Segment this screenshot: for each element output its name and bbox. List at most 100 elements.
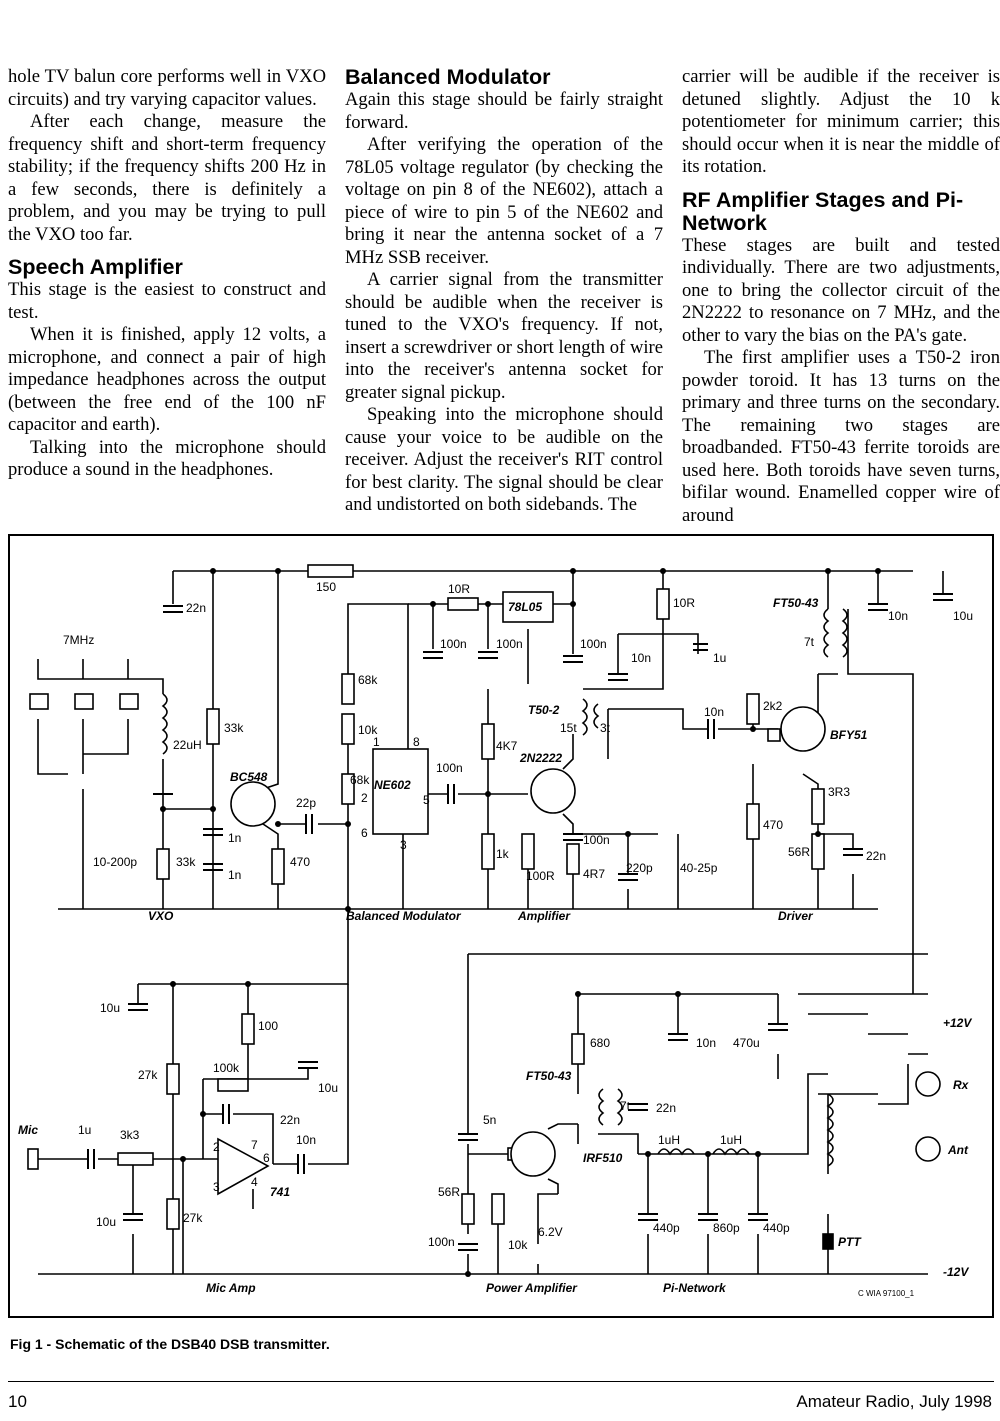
label: 100n xyxy=(440,637,467,651)
section-label-vxo: VXO xyxy=(148,909,174,923)
section-label-power-amplifier: Power Amplifier xyxy=(486,1281,578,1295)
label: 56R xyxy=(438,1185,460,1199)
label: Mic xyxy=(18,1123,38,1137)
label: 1uH xyxy=(720,1133,742,1147)
circuit-wires xyxy=(37,570,944,1275)
label: 7t xyxy=(620,1099,631,1113)
label: 440p xyxy=(763,1221,790,1235)
paragraph: These stages are built and tested indivi… xyxy=(682,234,1000,346)
label: 1n xyxy=(228,868,241,882)
label: 6 xyxy=(361,826,368,840)
label: 1u xyxy=(713,651,726,665)
label: 10R xyxy=(448,582,470,596)
label: 220p xyxy=(626,861,653,875)
paragraph: carrier will be audible if the receiver … xyxy=(682,66,1000,177)
label: 22n xyxy=(186,601,206,615)
label: 2N2222 xyxy=(519,751,562,765)
label: 68k xyxy=(350,773,370,787)
section-label-balanced-modulator: Balanced Modulator xyxy=(346,909,462,923)
text-column-1: hole TV balun core performs well in VXO … xyxy=(8,66,326,482)
label: 1uH xyxy=(658,1133,680,1147)
label: 100n xyxy=(436,761,463,775)
label: 470 xyxy=(763,818,783,832)
label: 5 xyxy=(423,793,430,807)
label: 10u xyxy=(100,1001,120,1015)
label: 33k xyxy=(176,855,196,869)
label: 7t xyxy=(804,635,815,649)
paragraph: Talking into the microphone should produ… xyxy=(8,436,326,481)
paragraph: A carrier signal from the transmitter sh… xyxy=(345,269,663,403)
section-label-driver: Driver xyxy=(778,909,814,923)
label: 4 xyxy=(251,1175,258,1189)
label: 10n xyxy=(888,609,908,623)
section-heading-speech: Speech Amplifier xyxy=(8,255,183,279)
junction-dots xyxy=(160,568,881,1277)
label: +12V xyxy=(943,1016,972,1030)
section-label-amplifier: Amplifier xyxy=(517,909,571,923)
label: 10u xyxy=(96,1215,116,1229)
label: FT50-43 xyxy=(773,596,819,610)
label: 22n xyxy=(866,849,886,863)
label: 470u xyxy=(733,1036,760,1050)
text-column-2: Balanced Modulator Again this stage shou… xyxy=(345,66,663,517)
inductor-coils xyxy=(161,608,848,1167)
journal-name: Amateur Radio, July 1998 xyxy=(796,1392,992,1411)
label: 440p xyxy=(653,1221,680,1235)
section-heading-rf-amplifier: RF Amplifier Stages and Pi-Network xyxy=(682,187,964,235)
schematic-figure: 7MHz 22n 150 10R 78L05 10R FT50-43 10n 1… xyxy=(8,534,994,1318)
label: FT50-43 xyxy=(526,1069,572,1083)
label: 22n xyxy=(280,1113,300,1127)
label: 22uH xyxy=(173,738,202,752)
footer-divider xyxy=(8,1381,994,1382)
label: 27k xyxy=(138,1068,158,1082)
label: 22n xyxy=(656,1101,676,1115)
label: 1 xyxy=(373,735,380,749)
label: 2 xyxy=(213,1140,220,1154)
label: 100n xyxy=(428,1235,455,1249)
label: BFY51 xyxy=(830,728,868,742)
label: 68k xyxy=(358,673,378,687)
paragraph: Again this stage should be fairly straig… xyxy=(345,89,663,133)
label: 8 xyxy=(413,735,420,749)
label: 56R xyxy=(788,845,810,859)
label: 1k xyxy=(496,847,510,861)
label: 741 xyxy=(270,1185,290,1199)
label: 10k xyxy=(358,723,378,737)
label: 27k xyxy=(183,1211,203,1225)
label: 150 xyxy=(316,580,336,594)
label: 4K7 xyxy=(496,739,518,753)
label: 3R3 xyxy=(828,785,850,799)
label: IRF510 xyxy=(583,1151,623,1165)
label: 100n xyxy=(496,637,523,651)
label: 3 xyxy=(213,1180,220,1194)
paragraph: This stage is the easiest to construct a… xyxy=(8,279,326,323)
schematic-labels: 7MHz 22n 150 10R 78L05 10R FT50-43 10n 1… xyxy=(18,580,973,1298)
paragraph: After verifying the operation of the 78L… xyxy=(345,134,663,268)
label: 15t xyxy=(560,721,577,735)
label: 5n xyxy=(483,1113,496,1127)
label: 10n xyxy=(296,1133,316,1147)
label: 40-25p xyxy=(680,861,718,875)
section-label-pi-network: Pi-Network xyxy=(663,1281,727,1295)
label: 33k xyxy=(224,721,244,735)
label: 100n xyxy=(583,833,610,847)
label: 680 xyxy=(590,1036,610,1050)
label: 1u xyxy=(78,1123,91,1137)
label: 100k xyxy=(213,1061,240,1075)
label: 4R7 xyxy=(583,867,605,881)
label: BC548 xyxy=(230,770,268,784)
copyright-label: C WIA 97100_1 xyxy=(858,1289,915,1298)
paragraph: After each change, measure the frequency… xyxy=(8,111,326,245)
label: -12V xyxy=(943,1265,969,1279)
paragraph: Speaking into the microphone should caus… xyxy=(345,404,663,515)
label: 1n xyxy=(228,831,241,845)
circuit-components xyxy=(27,564,941,1250)
label: 6.2V xyxy=(538,1225,563,1239)
label: 100R xyxy=(526,869,555,883)
label: 7MHz xyxy=(63,633,94,647)
figure-caption: Fig 1 - Schematic of the DSB40 DSB trans… xyxy=(10,1336,330,1352)
label: 100n xyxy=(580,637,607,651)
label: 10-200p xyxy=(93,855,137,869)
label: Ant xyxy=(947,1143,969,1157)
label: 10u xyxy=(318,1081,338,1095)
